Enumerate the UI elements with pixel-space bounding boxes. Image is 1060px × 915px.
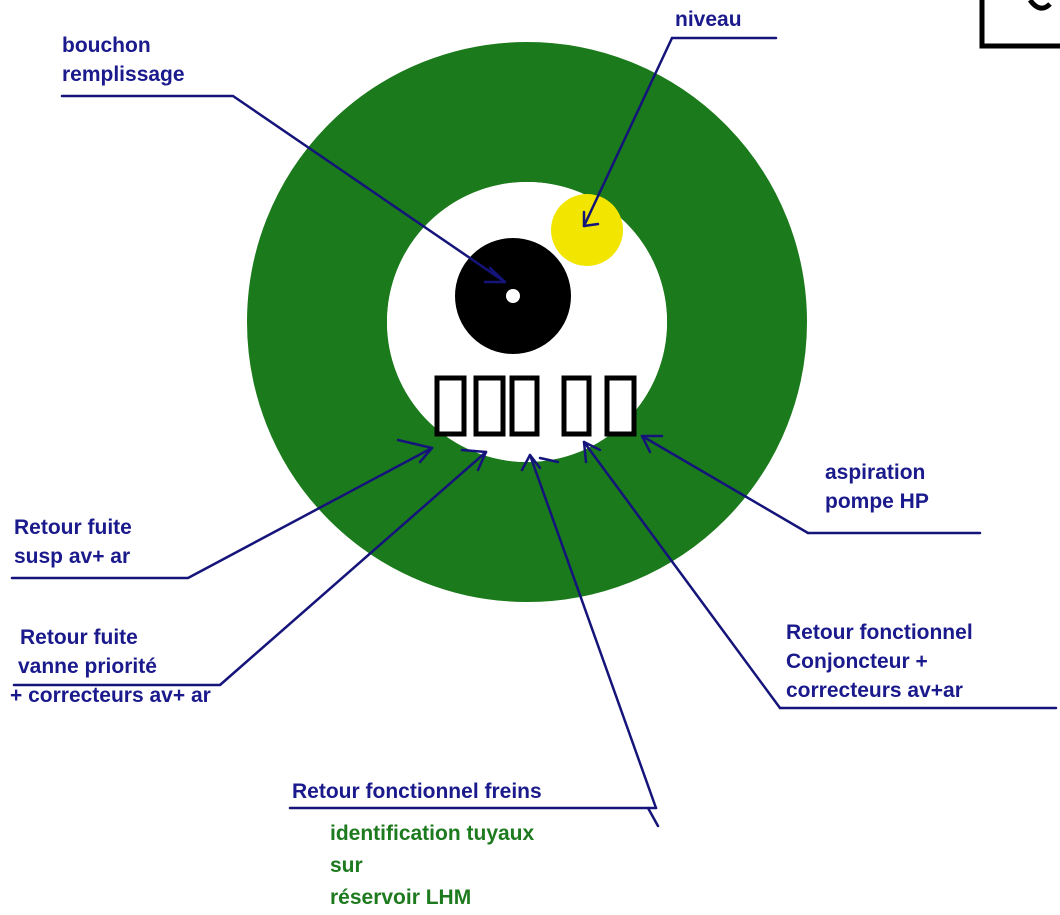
level-indicator [551,194,623,266]
corner-frame-fragment [979,0,1060,49]
arrow-retour-fuite-vanne [12,448,488,687]
label-bouchon-remplissage: bouchon remplissage [62,31,185,89]
caption-line-3: réservoir LHM [330,886,472,909]
filler-cap-center [506,289,520,303]
label-retour-fuite-vanne-line-2: vanne priorité [18,655,157,678]
label-aspiration-pompe: aspiration pompe HP [825,458,929,516]
pipe-fitting-5 [604,375,637,437]
label-retour-fuite-susp-line-2: susp av+ ar [14,545,131,568]
pipe-fitting-2 [473,375,506,437]
label-bouchon-line-2: remplissage [62,63,185,86]
label-retour-fuite-susp-line-1: Retour fuite [14,516,132,539]
pipe-fitting-1 [434,375,467,437]
arrow-retour-freins [288,453,660,828]
pipe-fittings [434,375,637,437]
label-retour-conjoncteur-line-3: correcteurs av+ar [786,679,963,702]
pipe-fitting-3 [509,375,540,437]
label-niveau-line-1: niveau [675,8,742,31]
label-retour-conjoncteur-line-1: Retour fonctionnel [786,621,973,644]
label-niveau: niveau [675,5,742,34]
arrow-retour-conjoncteur [582,440,1058,710]
arrow-niveau [582,36,778,228]
corner-glyph-fragment [1027,0,1052,11]
label-retour-conjoncteur-line-2: Conjoncteur + [786,650,928,673]
label-retour-freins: Retour fonctionnel freins [292,777,542,806]
label-retour-fuite-vanne: Retour fuite vanne priorité + correcteur… [10,623,211,710]
reservoir-ring [247,42,807,602]
caption-line-1: identification tuyaux [330,822,535,845]
pipe-fitting-4 [561,375,592,437]
label-bouchon-line-1: bouchon [62,34,151,57]
arrow-aspiration [640,434,982,535]
label-retour-conjoncteur: Retour fonctionnel Conjoncteur + correct… [786,618,973,705]
caption-identification: identification tuyaux sur réservoir LHM [330,818,534,914]
label-aspiration-line-1: aspiration [825,461,926,484]
label-retour-fuite-vanne-line-3: + correcteurs av+ ar [10,684,211,707]
label-retour-freins-line-1: Retour fonctionnel freins [292,780,542,803]
arrow-retour-fuite-susp [10,438,434,580]
label-aspiration-line-2: pompe HP [825,490,929,513]
arrow-bouchon [60,94,507,284]
caption-line-2: sur [330,854,363,877]
label-retour-fuite-vanne-line-1: Retour fuite [20,626,138,649]
label-retour-fuite-susp: Retour fuite susp av+ ar [14,513,132,571]
